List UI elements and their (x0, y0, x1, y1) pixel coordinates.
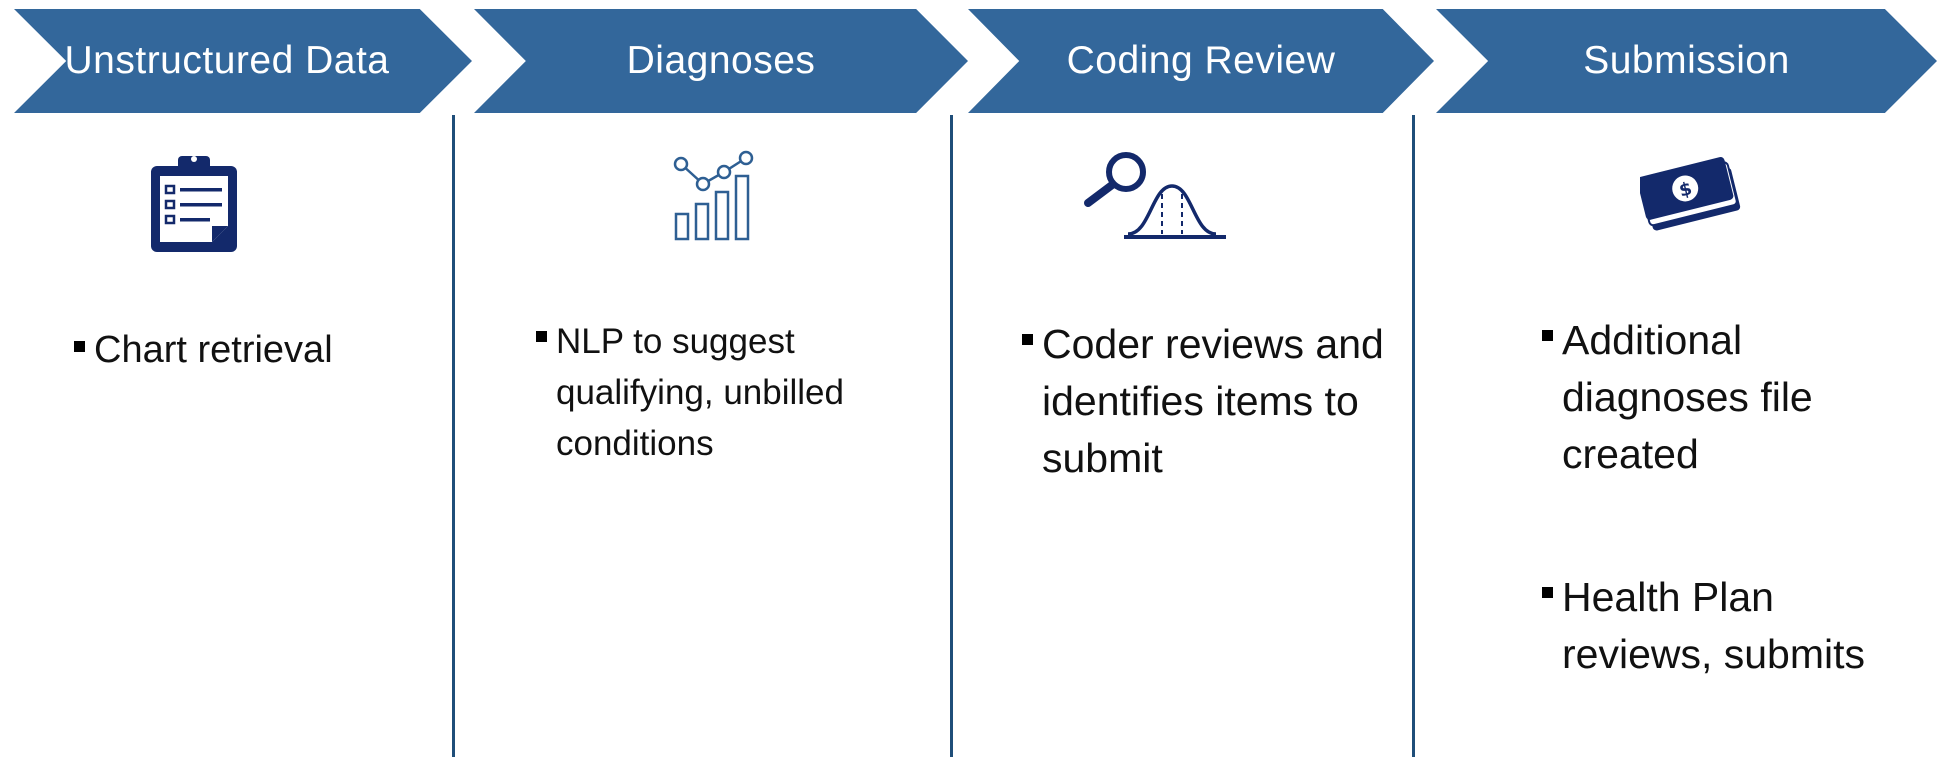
stage-title: Coding Review (1066, 39, 1336, 82)
svg-text:$: $ (1677, 178, 1694, 201)
list-item: NLP to suggest qualifying, unbilled cond… (534, 316, 914, 469)
column-divider (1412, 115, 1415, 757)
magnifier-bell-curve-icon (1080, 150, 1226, 240)
list-item: Coder reviews and identifies items to su… (1020, 316, 1400, 487)
money-icon: $ (1640, 155, 1744, 235)
stage-title: Unstructured Data (64, 39, 390, 82)
list-item: Additional diagnoses file created (1540, 312, 1930, 483)
bar-line-chart-icon (672, 148, 764, 242)
clipboard-icon (148, 152, 240, 254)
column-divider (950, 115, 953, 757)
stage-bullets-coding-review: Coder reviews and identifies items to su… (1020, 316, 1400, 487)
list-item: Health Plan reviews, submits (1540, 569, 1930, 683)
stage-header-coding-review: Coding Review (968, 9, 1434, 113)
list-item: Chart retrieval (72, 326, 392, 374)
stage-bullets-submission: Additional diagnoses file created Health… (1540, 312, 1930, 683)
stage-bullets-diagnoses: NLP to suggest qualifying, unbilled cond… (534, 316, 914, 469)
stage-header-unstructured-data: Unstructured Data (14, 9, 472, 113)
stage-title: Submission (1583, 39, 1790, 82)
column-divider (452, 115, 455, 757)
stage-title: Diagnoses (626, 39, 816, 82)
stage-header-diagnoses: Diagnoses (474, 9, 968, 113)
stage-bullets-unstructured-data: Chart retrieval (72, 326, 392, 374)
stage-header-submission: Submission (1436, 9, 1937, 113)
